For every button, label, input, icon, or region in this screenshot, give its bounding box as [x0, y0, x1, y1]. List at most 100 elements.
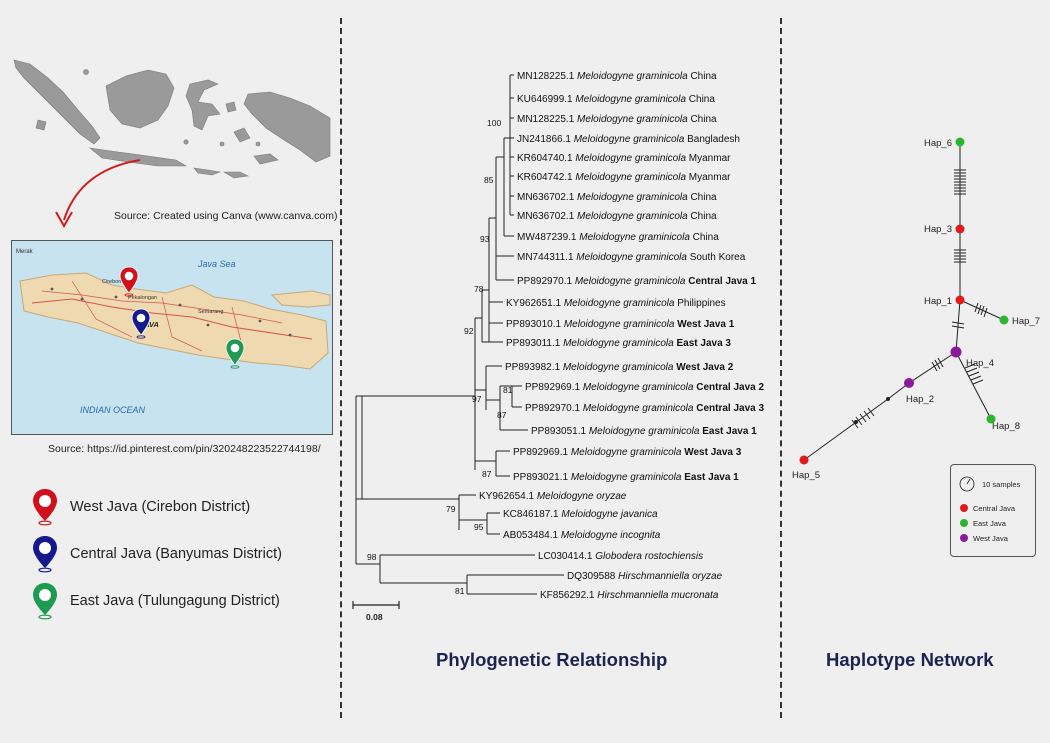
- leaf-location: China: [688, 114, 717, 125]
- leaf-accession: PP892969.1: [513, 447, 571, 458]
- leaf-species: Meloidogyne graminicola: [575, 153, 686, 164]
- leaf-accession: KY962651.1: [506, 298, 564, 309]
- bootstrap-value: 100: [487, 118, 501, 128]
- legend-swatch-central-java: [960, 504, 968, 512]
- bootstrap-value: 92: [464, 326, 474, 336]
- leaf-accession: KF856292.1: [540, 590, 597, 601]
- hap-label: Hap_8: [992, 421, 1020, 432]
- legend-swatch-east-java: [960, 519, 968, 527]
- leaf-species: Hirschmanniella oryzae: [618, 571, 722, 582]
- leaf-accession: AB053484.1: [503, 530, 561, 541]
- leaf-species: Meloidogyne graminicola: [583, 403, 694, 414]
- map-label-java: JAVA: [140, 320, 159, 329]
- leaf-species: Meloidogyne graminicola: [589, 426, 700, 437]
- legend-item-label: Central Java: [973, 504, 1016, 513]
- leaf-location: South Korea: [687, 252, 746, 263]
- bootstrap-value: 78: [474, 284, 484, 294]
- leaf-species: Meloidogyne graminicola: [575, 276, 686, 287]
- leaf-location: West Java 3: [681, 447, 741, 458]
- hap-7-node: [999, 315, 1009, 325]
- leaf-location: Philippines: [674, 298, 725, 309]
- network-legend-graphic: 10 samples Central Java East Java West J…: [959, 476, 1021, 543]
- scale-bar-label: 0.08: [366, 612, 383, 622]
- panel-divider: [780, 18, 782, 718]
- leaf-location: Central Java 3: [693, 403, 764, 414]
- bootstrap-value: 93: [480, 234, 490, 244]
- bootstrap-value: 81: [503, 385, 513, 395]
- tree-leaf-label: LC030414.1 Globodera rostochiensis: [538, 551, 703, 562]
- tree-leaf-labels: MN128225.1 Meloidogyne graminicola China…: [479, 71, 764, 601]
- leaf-accession: MN128225.1: [517, 114, 577, 125]
- sample-size-icon: [959, 476, 975, 492]
- tree-leaf-label: PP893051.1 Meloidogyne graminicola East …: [531, 426, 757, 437]
- bootstrap-value: 95: [474, 522, 484, 532]
- map-label-town1: Cirebon: [102, 279, 121, 285]
- map-label-town2: Pekalongan: [128, 295, 157, 301]
- network-title: Haplotype Network: [826, 649, 994, 670]
- leaf-location: East Java 1: [699, 426, 757, 437]
- network-median-vectors: [854, 397, 890, 424]
- leaf-location: China: [688, 211, 717, 222]
- hap-5-node: [799, 455, 809, 465]
- bootstrap-value: 85: [484, 175, 494, 185]
- leaf-accession: PP893051.1: [531, 426, 589, 437]
- scale-bar: 0.08: [352, 601, 400, 622]
- map-label-java-sea: Java Sea: [197, 259, 236, 269]
- leaf-accession: PP893011.1: [506, 338, 563, 349]
- panel-divider: [340, 18, 342, 718]
- legend-item-label: West Java: [973, 534, 1009, 543]
- leaf-accession: PP892970.1: [517, 276, 575, 287]
- tree-leaf-label: KY962651.1 Meloidogyne graminicola Phili…: [506, 298, 726, 309]
- leaf-species: Meloidogyne incognita: [561, 530, 661, 541]
- hap-label: Hap_3: [924, 224, 952, 235]
- map-pin-west-java: [119, 266, 139, 297]
- papua-island: [243, 91, 331, 163]
- leaf-species: Meloidogyne graminicola: [577, 192, 688, 203]
- leaf-species: Meloidogyne graminicola: [575, 172, 686, 183]
- tree-leaf-label: MN128225.1 Meloidogyne graminicola China: [517, 71, 717, 82]
- leaf-species: Meloidogyne graminicola: [564, 298, 675, 309]
- leaf-species: Meloidogyne graminicola: [564, 319, 675, 330]
- leaf-accession: LC030414.1: [538, 551, 595, 562]
- borneo-island: [105, 69, 175, 129]
- leaf-accession: JN241866.1: [517, 134, 574, 145]
- legend-west-java: West Java (Cirebon District): [32, 488, 250, 526]
- bootstrap-value: 79: [446, 504, 456, 514]
- map-label-corner: Merak: [16, 249, 34, 255]
- tree-leaf-label: PP892970.1 Meloidogyne graminicola Centr…: [525, 403, 764, 414]
- leaf-species: Meloidogyne graminicola: [577, 211, 688, 222]
- leaf-species: Meloidogyne graminicola: [563, 338, 674, 349]
- hap-label: Hap_5: [792, 470, 820, 481]
- leaf-species: Meloidogyne graminicola: [577, 114, 688, 125]
- tree-leaf-label: AB053484.1 Meloidogyne incognita: [503, 530, 661, 541]
- leaf-accession: PP893021.1: [513, 472, 571, 483]
- leaf-accession: DQ309588: [567, 571, 618, 582]
- leaf-location: Central Java 1: [685, 276, 756, 287]
- hap-label: Hap_6: [924, 138, 952, 149]
- leaf-location: China: [688, 71, 717, 82]
- map-source-top: Source: Created using Canva (www.canva.c…: [114, 210, 338, 222]
- hap-1-node: [955, 295, 965, 305]
- java-map: Merak Java Sea JAVA Cirebon Pekalongan S…: [11, 240, 333, 435]
- leaf-accession: PP893982.1: [505, 362, 563, 373]
- tree-leaf-label: MN744311.1 Meloidogyne graminicola South…: [517, 252, 746, 263]
- leaf-species: Meloidogyne graminicola: [574, 134, 685, 145]
- map-pin-icon: [33, 489, 57, 526]
- tree-leaf-label: JN241866.1 Meloidogyne graminicola Bangl…: [517, 134, 740, 145]
- map-pin-icon: [33, 583, 57, 620]
- leaf-species: Meloidogyne graminicola: [583, 382, 694, 393]
- leaf-accession: PP893010.1: [506, 319, 564, 330]
- bootstrap-value: 97: [472, 394, 482, 404]
- leaf-species: Hirschmanniella mucronata: [597, 590, 719, 601]
- leaf-species: Meloidogyne javanica: [561, 509, 658, 520]
- hap-label: Hap_1: [924, 296, 952, 307]
- leaf-location: Myanmar: [686, 172, 731, 183]
- network-legend: 10 samples Central Java East Java West J…: [950, 464, 1036, 557]
- map-pin-icon: [33, 536, 57, 573]
- leaf-accession: MN636702.1: [517, 211, 577, 222]
- network-edges: [803, 142, 1005, 461]
- phylogenetic-tree: MN128225.1 Meloidogyne graminicola China…: [352, 71, 764, 622]
- tree-leaf-label: KY962654.1 Meloidogyne oryzae: [479, 491, 627, 502]
- leaf-accession: KU646999.1: [517, 94, 575, 105]
- leaf-accession: MN636702.1: [517, 192, 577, 203]
